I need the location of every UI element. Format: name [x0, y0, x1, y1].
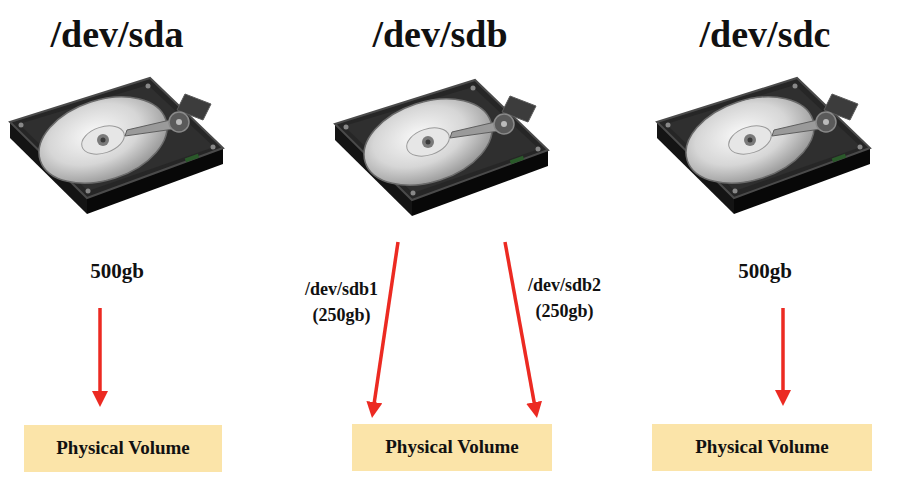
- arrow: [98, 308, 102, 397]
- hard-drive-illustration: [335, 80, 548, 216]
- physical-volume-box: Physical Volume: [24, 425, 222, 472]
- box-label: Physical Volume: [56, 437, 190, 460]
- physical-volume-box: Physical Volume: [652, 424, 872, 471]
- hard-drive-illustration: [10, 78, 223, 214]
- partition-label: /dev/sdb1 (250gb): [303, 276, 380, 328]
- device-name: /dev/sdb: [372, 14, 507, 56]
- box-label: Physical Volume: [695, 436, 829, 459]
- device-name: /dev/sda: [50, 14, 183, 56]
- physical-volume-box: Physical Volume: [352, 424, 552, 471]
- partition-label: /dev/sdb2 (250gb): [526, 272, 603, 324]
- hard-drive: /dev/sdc 500gb: [665, 14, 865, 284]
- hard-drive-illustration: [657, 78, 870, 214]
- arrow: [505, 242, 535, 408]
- device-name: /dev/sdc: [700, 14, 831, 56]
- box-label: Physical Volume: [385, 436, 519, 459]
- disk-size: 500gb: [738, 259, 792, 284]
- disk-size: 500gb: [90, 259, 144, 284]
- hard-drive: /dev/sda 500gb: [17, 14, 217, 284]
- hard-drive: /dev/sdb: [340, 14, 540, 238]
- arrow: [781, 308, 785, 396]
